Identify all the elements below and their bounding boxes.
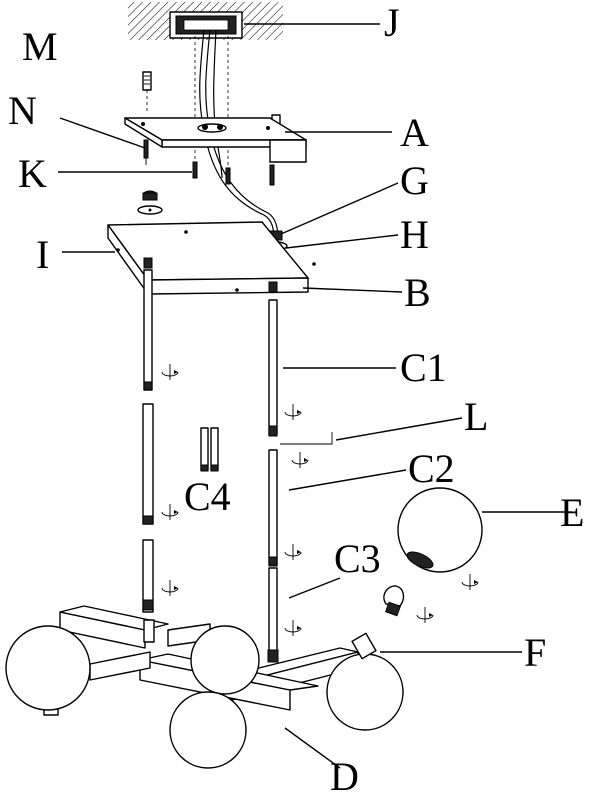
label-f: F <box>524 630 546 675</box>
l-hook <box>280 432 333 445</box>
label-c4: C4 <box>184 474 231 519</box>
rods-c4 <box>200 427 219 472</box>
canopy-b <box>107 221 316 295</box>
fixture-globes <box>5 625 404 769</box>
light-bulb <box>383 585 405 617</box>
label-g: G <box>400 158 429 203</box>
glass-globe-e <box>397 487 483 573</box>
rod-column-left <box>142 269 154 613</box>
label-c3: C3 <box>334 536 381 581</box>
label-l: L <box>464 394 488 439</box>
rod-column-right <box>268 299 278 654</box>
screw-k <box>192 161 231 185</box>
label-c1: C1 <box>400 345 447 390</box>
screw-n <box>143 139 275 186</box>
label-b: B <box>404 270 431 315</box>
socket-f <box>351 632 377 660</box>
label-c2: C2 <box>408 446 455 491</box>
label-h: H <box>400 212 429 257</box>
label-d: D <box>330 754 359 798</box>
label-n: N <box>8 88 37 133</box>
label-k: K <box>18 151 47 196</box>
label-a: A <box>400 110 429 155</box>
label-e: E <box>560 490 584 535</box>
rotation-arrow-icons <box>161 364 479 636</box>
ceiling-junction-box <box>128 2 380 40</box>
label-m: M <box>22 24 58 69</box>
label-i: I <box>36 232 49 277</box>
label-j: J <box>384 0 400 45</box>
mounting-plate-a <box>124 117 307 163</box>
